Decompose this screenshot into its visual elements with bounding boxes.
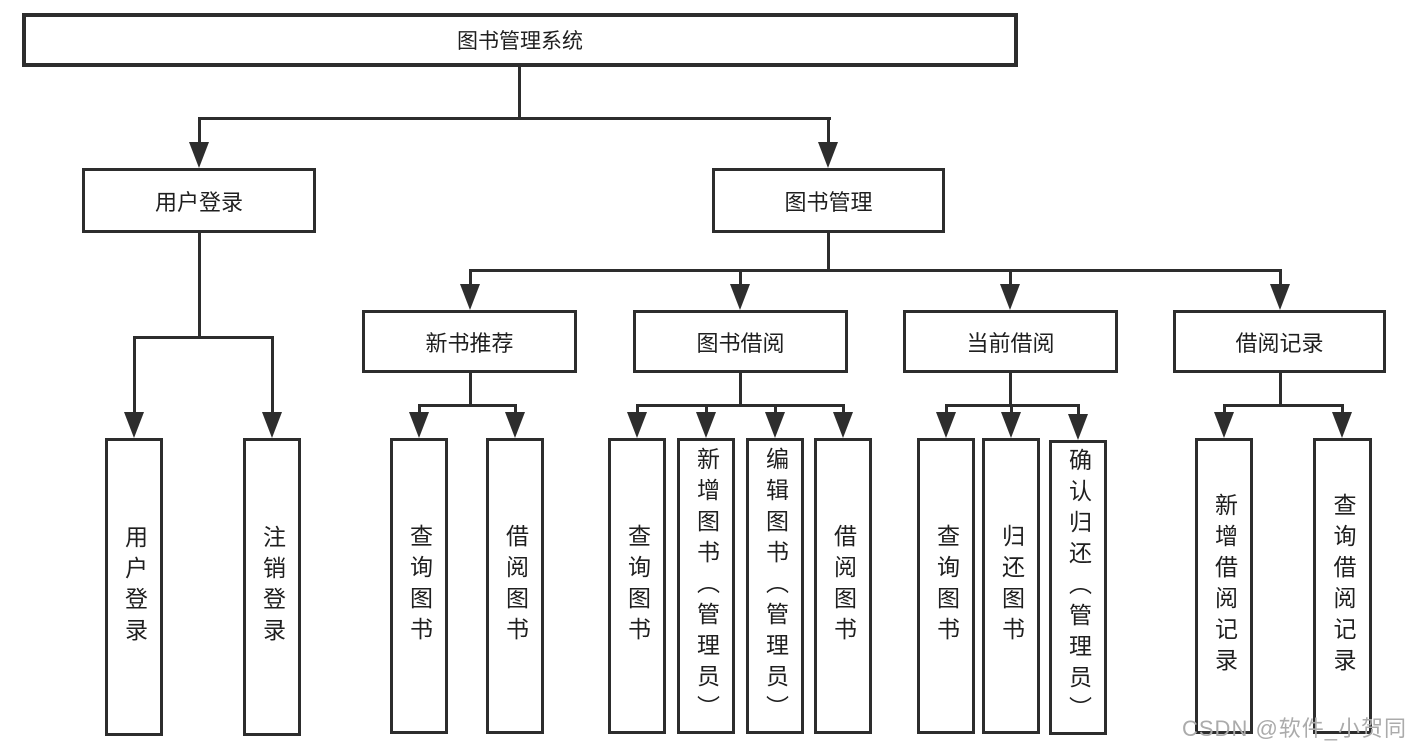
arrowhead-down-icon	[1001, 412, 1021, 438]
connector-line	[636, 404, 844, 407]
node-label: 确认归还（管理员）	[1065, 448, 1092, 727]
leaf-user-login: 用户登录	[105, 438, 163, 736]
arrowhead-down-icon	[1332, 412, 1352, 438]
node-label: 新增图书（管理员）	[693, 446, 720, 726]
arrowhead-down-icon	[505, 412, 525, 438]
node-borrow-records: 借阅记录	[1173, 310, 1386, 373]
connector-line	[418, 404, 516, 407]
connector-line	[636, 404, 639, 416]
csdn-watermark: CSDN @软件_小贺同学	[1182, 716, 1405, 741]
leaf-cur-confirm-return-admin: 确认归还（管理员）	[1049, 440, 1107, 735]
node-label: 借阅图书	[502, 524, 529, 648]
arrowhead-down-icon	[460, 284, 480, 310]
connector-line	[271, 336, 274, 414]
node-new-book-recommend: 新书推荐	[362, 310, 577, 373]
leaf-bw-query-books: 查询图书	[608, 438, 666, 734]
connector-line	[1009, 269, 1012, 287]
connector-line	[518, 67, 521, 119]
node-label: 图书管理	[784, 189, 873, 215]
arrowhead-down-icon	[833, 412, 853, 438]
node-label: 注销登录	[259, 525, 286, 649]
connector-line	[827, 232, 830, 272]
arrowhead-down-icon	[627, 412, 647, 438]
node-label: 当前借阅	[966, 330, 1055, 356]
connector-line	[133, 336, 136, 414]
arrowhead-down-icon	[818, 142, 838, 168]
node-label: 图书管理系统	[457, 30, 583, 53]
leaf-nb-query-books: 查询图书	[390, 438, 448, 734]
connector-line	[198, 232, 201, 338]
node-book-management: 图书管理	[712, 168, 945, 233]
connector-line	[514, 404, 517, 416]
connector-line	[1279, 372, 1282, 406]
connector-line	[774, 404, 777, 416]
leaf-bw-edit-books-admin: 编辑图书（管理员）	[746, 438, 804, 734]
leaf-bw-add-books-admin: 新增图书（管理员）	[677, 438, 735, 734]
leaf-logout: 注销登录	[243, 438, 301, 736]
leaf-nb-borrow-books: 借阅图书	[486, 438, 544, 734]
arrowhead-down-icon	[1270, 284, 1290, 310]
connector-line	[739, 269, 742, 287]
node-label: 查询图书	[624, 524, 651, 648]
connector-line	[1279, 269, 1282, 287]
node-user-login: 用户登录	[82, 168, 316, 233]
leaf-cur-return-books: 归还图书	[982, 438, 1040, 734]
connector-line	[739, 372, 742, 406]
leaf-rec-query-borrow-record: 查询借阅记录	[1313, 438, 1372, 734]
connector-line	[418, 404, 421, 416]
connector-line	[1009, 372, 1012, 406]
arrowhead-down-icon	[124, 412, 144, 438]
arrowhead-down-icon	[1214, 412, 1234, 438]
connector-line	[1223, 404, 1226, 416]
leaf-bw-borrow-books: 借阅图书	[814, 438, 872, 734]
connector-line	[469, 269, 1282, 272]
node-root-library-system: 图书管理系统	[22, 13, 1018, 67]
connector-line	[133, 336, 274, 339]
connector-line	[1341, 404, 1344, 416]
arrowhead-down-icon	[765, 412, 785, 438]
node-label: 借阅记录	[1235, 330, 1324, 356]
connector-line	[945, 404, 948, 416]
arrowhead-down-icon	[409, 412, 429, 438]
node-label: 用户登录	[121, 525, 148, 649]
connector-line	[842, 404, 845, 416]
connector-line	[469, 269, 472, 287]
connector-line	[705, 404, 708, 416]
arrowhead-down-icon	[262, 412, 282, 438]
arrowhead-down-icon	[730, 284, 750, 310]
leaf-rec-add-borrow-record: 新增借阅记录	[1195, 438, 1253, 734]
node-label: 借阅图书	[830, 524, 857, 648]
connector-line	[1077, 404, 1080, 416]
node-label: 归还图书	[998, 524, 1025, 648]
node-book-borrow: 图书借阅	[633, 310, 848, 373]
node-label: 新增借阅记录	[1211, 493, 1238, 679]
node-label: 查询图书	[933, 524, 960, 648]
leaf-cur-query-books: 查询图书	[917, 438, 975, 734]
arrowhead-down-icon	[1068, 414, 1088, 440]
connector-line	[469, 372, 472, 406]
arrowhead-down-icon	[189, 142, 209, 168]
connector-line	[198, 117, 201, 145]
connector-line	[1010, 404, 1013, 416]
arrowhead-down-icon	[1000, 284, 1020, 310]
node-label: 编辑图书（管理员）	[762, 446, 789, 726]
node-current-borrow: 当前借阅	[903, 310, 1118, 373]
connector-line	[827, 117, 830, 145]
node-label: 查询图书	[406, 524, 433, 648]
arrowhead-down-icon	[936, 412, 956, 438]
node-label: 查询借阅记录	[1330, 493, 1356, 679]
connector-line	[198, 117, 831, 120]
node-label: 用户登录	[154, 189, 243, 215]
node-label: 新书推荐	[425, 330, 514, 356]
connector-line	[1223, 404, 1343, 407]
arrowhead-down-icon	[696, 412, 716, 438]
node-label: 图书借阅	[696, 330, 785, 356]
